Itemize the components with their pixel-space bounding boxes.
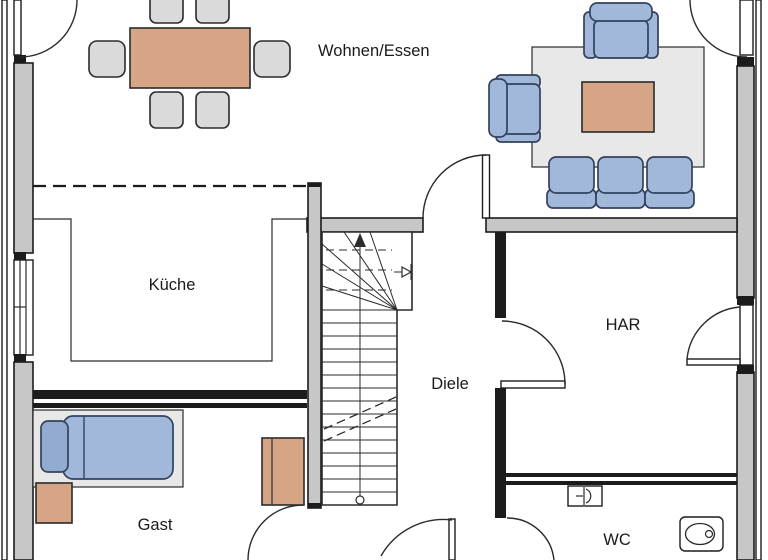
exterior-wall-right <box>686 0 762 560</box>
dining-chair <box>195 0 230 24</box>
wall <box>13 361 34 560</box>
living-set <box>488 2 705 209</box>
up-arrow-icon <box>354 233 366 247</box>
washbasin <box>567 485 603 507</box>
nightstand <box>35 482 73 524</box>
room-label-har: HAR <box>606 316 641 334</box>
dining-chair <box>88 40 126 78</box>
door-leaf <box>739 0 754 56</box>
pillow <box>40 420 69 473</box>
door-top-left <box>13 0 78 58</box>
door-leaf <box>686 358 741 366</box>
wall <box>33 403 307 408</box>
wall <box>306 217 424 233</box>
room-label-gast: Gast <box>138 516 173 534</box>
dining-table <box>129 27 251 89</box>
dining-chair <box>149 91 184 129</box>
armchair <box>488 74 541 143</box>
interior-walls <box>33 154 738 560</box>
door-swing-arc <box>686 306 741 360</box>
wc-fixtures <box>567 485 724 552</box>
wardrobe <box>261 437 305 506</box>
wall-junction <box>14 252 26 260</box>
door-har-exterior <box>686 304 754 366</box>
wall <box>736 371 755 560</box>
toilet <box>679 516 724 552</box>
door-leaf <box>481 154 491 219</box>
door-leaf <box>448 518 456 560</box>
window-symbol <box>13 259 34 356</box>
kitchen-counter-line <box>33 218 307 362</box>
dining-set <box>88 0 291 129</box>
dining-chair <box>253 40 291 78</box>
wall <box>485 217 738 233</box>
wall <box>503 473 737 477</box>
door-swing-arc <box>380 518 453 557</box>
door-diele-har <box>500 320 566 389</box>
stair-direction-arrow <box>394 264 413 280</box>
wall <box>503 481 737 485</box>
wall <box>307 182 322 509</box>
coffee-table <box>581 81 655 133</box>
wall-junction <box>14 354 26 362</box>
sofa <box>546 156 695 209</box>
dining-chair <box>195 91 230 129</box>
door-entry <box>380 518 456 560</box>
wall-junction <box>14 55 26 63</box>
door-leaf <box>13 0 22 56</box>
door-swing-arc <box>501 320 566 385</box>
wall-finish-layer <box>1 0 8 560</box>
door-swing-arc <box>689 0 748 58</box>
wall <box>33 390 307 399</box>
wall-junction <box>737 296 754 305</box>
room-label-wohnen-essen: Wohnen/Essen <box>318 42 430 60</box>
wall <box>13 62 34 254</box>
door-wohnen-diele <box>422 154 491 219</box>
right-arrow-icon <box>401 265 413 279</box>
wall-cap <box>308 503 321 508</box>
room-label-kueche: Küche <box>149 276 196 294</box>
door-swing-arc-gast <box>247 504 304 560</box>
armchair <box>583 2 659 59</box>
wall <box>495 388 506 518</box>
dining-chair <box>149 0 184 24</box>
door-leaf <box>500 380 566 389</box>
mattress <box>62 415 174 480</box>
door-top-right <box>689 0 754 58</box>
room-label-diele: Diele <box>431 375 469 393</box>
door-swing-arc-wc <box>506 517 555 560</box>
door-swing-arc <box>19 0 78 58</box>
room-label-wc: WC <box>603 531 631 549</box>
wall-junction <box>737 365 754 374</box>
wall <box>736 65 755 299</box>
bed <box>40 415 174 480</box>
wall-junction <box>737 57 754 66</box>
door-swing-arc <box>422 154 487 219</box>
wall-finish-layer <box>755 0 762 560</box>
stair-walk-line <box>354 233 366 505</box>
wall-cap <box>308 183 321 187</box>
wall <box>495 232 506 318</box>
staircase <box>321 231 413 506</box>
exterior-wall-left <box>1 0 78 560</box>
gast-furniture <box>32 409 305 524</box>
door-frame <box>739 304 754 366</box>
